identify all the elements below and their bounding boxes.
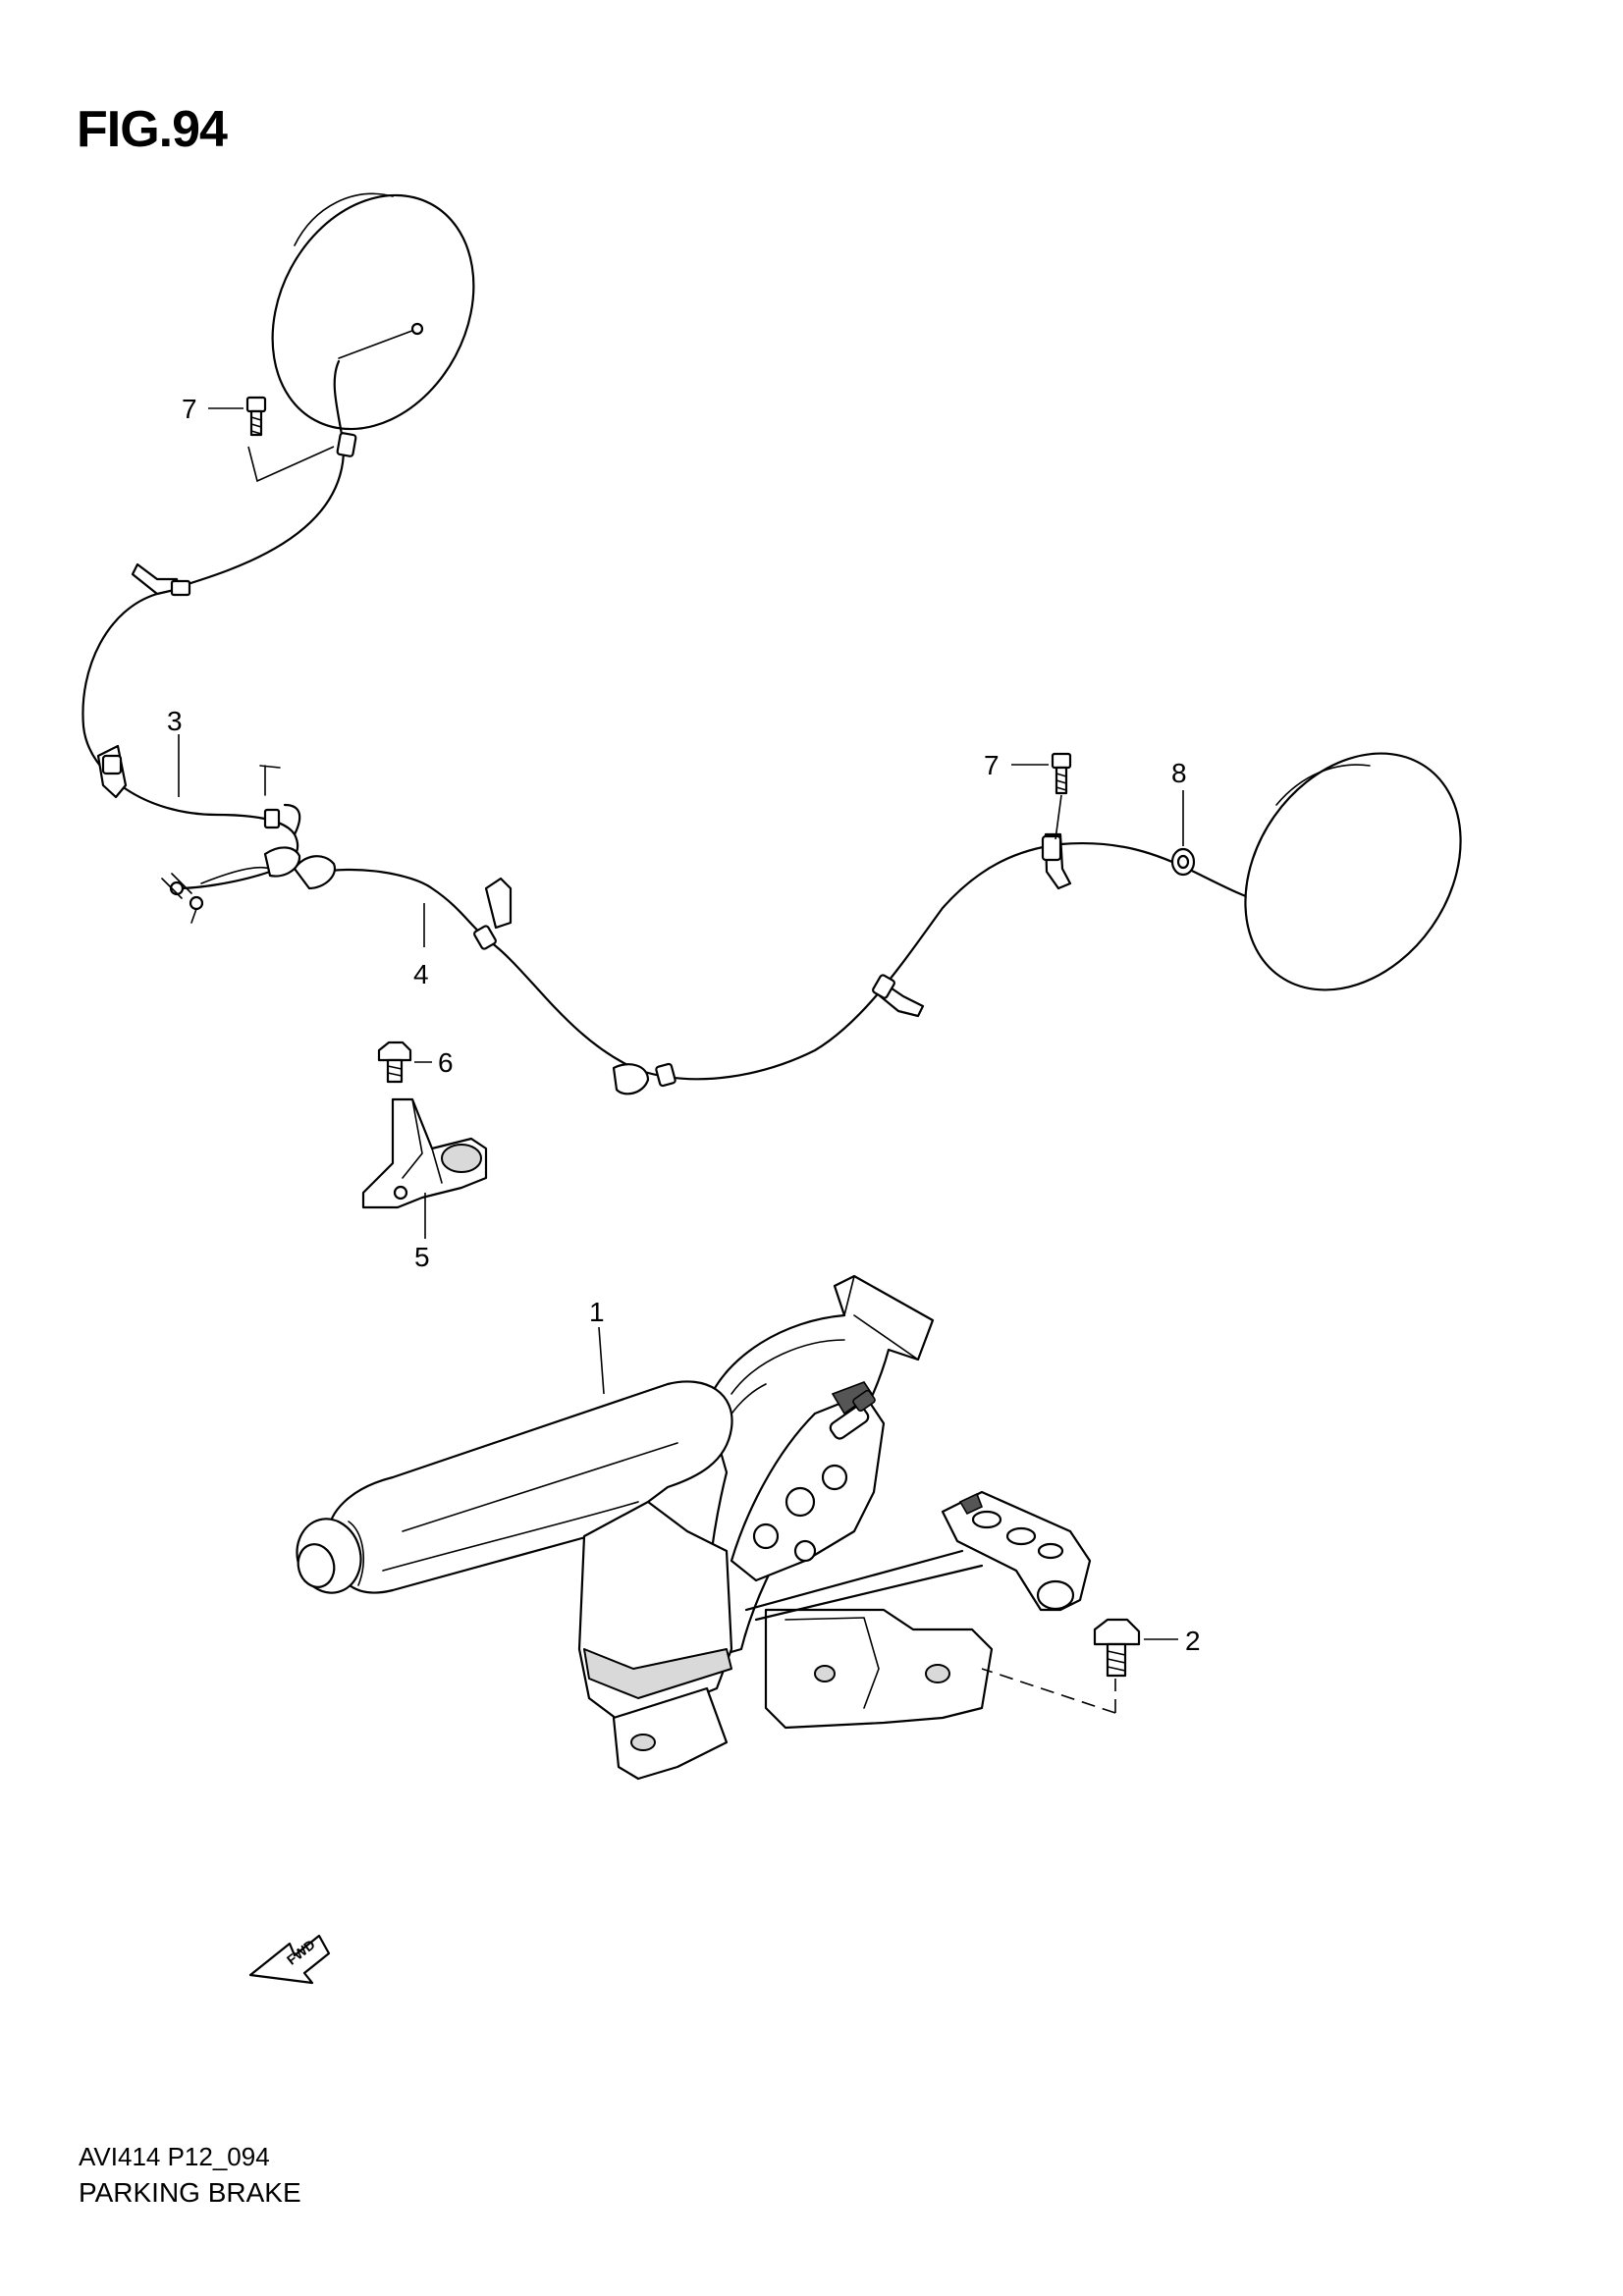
bolt-7-left <box>245 396 267 437</box>
callout-6: 6 <box>438 1047 454 1078</box>
bolt-7-right <box>1051 752 1072 795</box>
rear-cable-left <box>81 359 357 924</box>
bracket-5 <box>361 1097 488 1209</box>
callout-1: 1 <box>589 1297 605 1327</box>
bolt-2 <box>1093 1618 1141 1678</box>
callout-3: 3 <box>167 706 183 736</box>
figure-title: FIG.94 <box>77 101 228 158</box>
callout-2: 2 <box>1185 1626 1201 1656</box>
parking-brake-lever <box>296 1274 1092 1781</box>
bolt-6 <box>377 1041 412 1084</box>
drawing-code: AVI414 P12_094 <box>79 2142 270 2171</box>
rear-cable-right <box>263 832 1389 1095</box>
fwd-arrow: FWD <box>248 1934 331 1985</box>
callout-4: 4 <box>413 959 429 989</box>
left-brake-drum <box>271 192 475 431</box>
callout-7-right: 7 <box>984 750 1000 780</box>
callout-8: 8 <box>1171 758 1187 788</box>
right-brake-drum <box>1244 752 1462 991</box>
figure-name: PARKING BRAKE <box>79 2177 301 2208</box>
callout-7-left: 7 <box>182 394 197 424</box>
callout-5: 5 <box>414 1242 430 1272</box>
